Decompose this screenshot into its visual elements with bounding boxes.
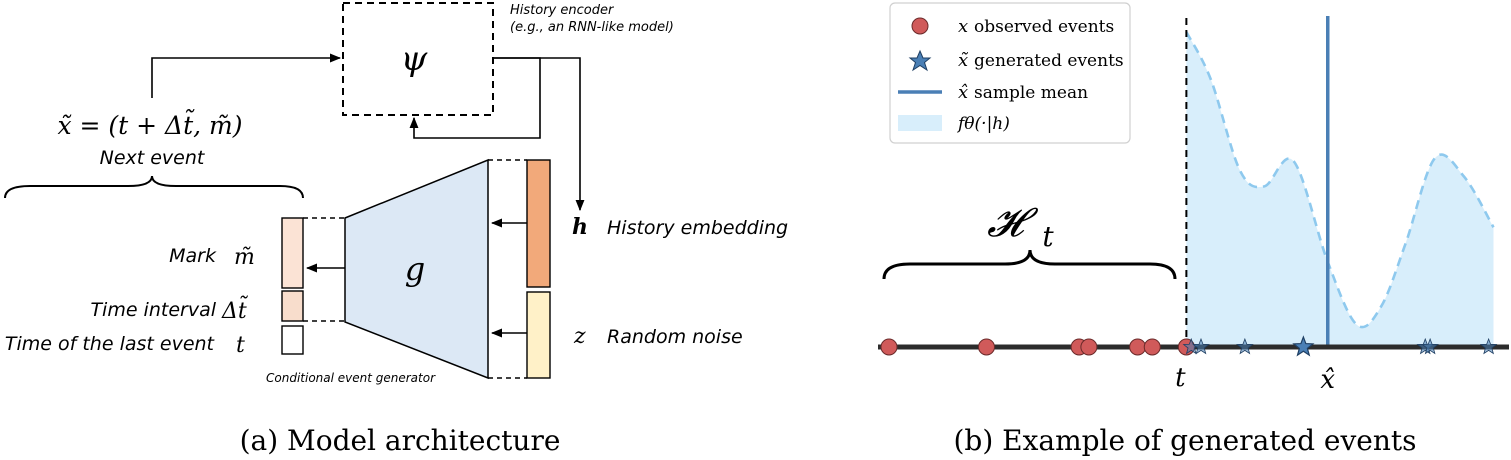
legend-generated-marker	[908, 49, 932, 72]
h-label: History embedding	[607, 217, 788, 239]
generated-event-2	[1236, 337, 1254, 355]
last-event-vector	[281, 325, 304, 355]
density-area	[1186, 32, 1494, 347]
legend-generated-symbol: x̃	[958, 50, 969, 71]
next-event-label: Next event	[100, 147, 206, 169]
legend-density-patch	[898, 115, 942, 131]
generated-event-3	[1292, 335, 1315, 357]
observed-event-4	[1129, 338, 1147, 356]
next-event-brace	[4, 175, 304, 199]
interval-symbol: Δt̃	[221, 294, 249, 324]
legend-frame	[889, 2, 1131, 144]
last-event-label: Time of the last event	[5, 333, 216, 355]
last-event-symbol: t	[236, 333, 245, 358]
generated-event-6	[1479, 337, 1498, 355]
generator-symbol: g	[405, 250, 425, 288]
legend-mean-text: sample mean	[974, 83, 1088, 103]
observed-event-5	[1143, 338, 1161, 356]
density-curve	[1185, 31, 1495, 329]
interval-label: Time interval	[90, 299, 216, 321]
observed-events	[880, 338, 1195, 356]
mark-vector	[281, 217, 304, 289]
encoder-note-line2: (e.g., an RNN-like model)	[510, 20, 674, 35]
z-label: Random noise	[607, 326, 743, 348]
t-axis-label: t	[1175, 363, 1186, 393]
generated-event-1	[1192, 337, 1210, 355]
panel-b: 𝓗 t t x̂ x observed events x̃ generated …	[878, 2, 1509, 457]
generated-events	[1182, 335, 1498, 357]
panel-a: ψ History encoder (e.g., an RNN-like mod…	[4, 2, 788, 457]
generator-label: Conditional event generator	[266, 371, 436, 385]
legend-observed-marker	[911, 17, 929, 35]
next-event-to-encoder-arrow	[151, 53, 342, 98]
h-symbol: h	[572, 214, 588, 240]
interval-vector	[281, 290, 304, 322]
observed-event-3	[1080, 338, 1098, 356]
h-vector	[526, 159, 551, 288]
z-symbol: z	[573, 324, 586, 349]
caption-b: (b) Example of generated events	[953, 424, 1416, 457]
encoder-symbol: ψ	[401, 39, 428, 79]
legend-observed-text: observed events	[974, 17, 1114, 37]
generated-event-5	[1421, 337, 1439, 355]
legend-density-symbol: fθ(·|h)	[956, 114, 1010, 134]
history-brace	[882, 249, 1177, 280]
history-subscript: t	[1042, 220, 1054, 253]
legend-mean-symbol: x̂	[958, 82, 968, 103]
z-vector	[526, 291, 551, 379]
legend: x observed events x̃ generated events x̂…	[889, 2, 1131, 144]
history-symbol: 𝓗	[987, 200, 1039, 246]
next-event-formula: x̃ = (t + Δt̃, m̃)	[57, 109, 242, 140]
sample-mean-axis-label: x̂	[1320, 365, 1335, 395]
observed-event-0	[880, 338, 898, 356]
legend-observed-symbol: x	[958, 16, 968, 37]
legend-generated-text: generated events	[974, 51, 1124, 71]
mark-symbol: m̃	[234, 245, 255, 270]
encoder-to-h-arrow	[493, 57, 585, 212]
mark-label: Mark	[169, 245, 217, 267]
caption-a: (a) Model architecture	[240, 424, 561, 457]
history-encoder-box	[342, 2, 494, 116]
encoder-note-line1: History encoder	[510, 3, 615, 18]
observed-event-1	[978, 338, 995, 356]
